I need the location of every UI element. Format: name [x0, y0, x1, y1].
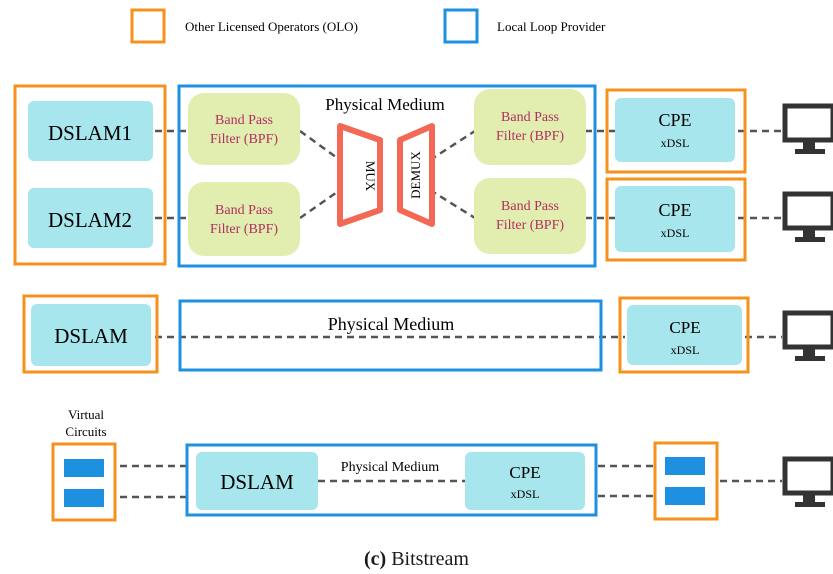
row3-vc-left-top — [64, 459, 104, 477]
monitor-icon — [782, 456, 833, 496]
row2-dslam — [31, 304, 151, 366]
row1-bpf-right-bottom-l1: Band Pass — [501, 199, 559, 214]
row3-dslam-label: DSLAM — [220, 470, 294, 494]
monitor-icon — [795, 229, 825, 242]
row2-medium-label: Physical Medium — [328, 314, 455, 334]
row1-bpf-left-bottom-l1: Band Pass — [215, 203, 273, 218]
legend-llp-swatch — [443, 8, 479, 44]
row1-bpf-left-bottom-l2: Filter (BPF) — [210, 222, 278, 237]
row1-cpe-bottom — [615, 186, 735, 252]
row1-dslam2-label: DSLAM2 — [48, 208, 132, 232]
row1-cpe-bottom-olo — [605, 177, 747, 262]
row3-cpe-sub: xDSL — [511, 487, 540, 501]
row1-bpf-right-bottom-l2: Filter (BPF) — [496, 218, 564, 233]
mux-label: MUX — [363, 161, 378, 192]
row1-cpe-top-label: CPE — [658, 110, 691, 130]
row1-dslam2 — [28, 188, 153, 248]
row3-dslam — [196, 452, 318, 510]
monitor-icon — [782, 103, 833, 143]
row1-bpf-left-top-l2: Filter (BPF) — [210, 132, 278, 147]
row2-cpe — [627, 305, 742, 365]
row1-cpe-bottom-sub: xDSL — [661, 226, 690, 240]
row3-vc-left-bottom — [64, 489, 104, 507]
vc-label-line1: Virtual — [68, 407, 104, 422]
row1-bpf-right-top-l1: Band Pass — [501, 110, 559, 125]
row2-olo-box — [22, 294, 159, 374]
monitor-icon — [795, 348, 825, 361]
legend-olo-label: Other Licensed Operators (OLO) — [185, 19, 358, 34]
row3-connectors — [120, 464, 782, 499]
figure-caption: (c) Bitstream — [0, 548, 833, 571]
row3-vc-right-top — [665, 457, 705, 475]
monitor-icon — [782, 191, 833, 231]
caption-title: Bitstream — [391, 548, 469, 570]
row1-olo-box — [13, 84, 167, 266]
row1-llp-box — [177, 84, 597, 268]
monitor-icon — [782, 310, 833, 350]
row1-bpf-right-top-l2: Filter (BPF) — [496, 129, 564, 144]
row2-dslam-label: DSLAM — [54, 324, 128, 348]
monitor-icon — [795, 494, 825, 507]
row3-cpe-label: CPE — [509, 463, 540, 482]
row1-cpe-top-sub: xDSL — [661, 136, 690, 150]
row1-bpf-right-top — [474, 89, 586, 165]
demux-label: DEMUX — [408, 151, 423, 199]
row3-vc-left-olo — [51, 442, 117, 522]
row1-dslam1 — [28, 101, 153, 161]
row3-llp-box — [185, 443, 598, 517]
row1-dslam1-label: DSLAM1 — [48, 121, 132, 145]
row1-connectors — [155, 129, 782, 220]
legend-llp-label: Local Loop Provider — [497, 19, 606, 34]
monitor-icon — [795, 141, 825, 154]
row1-medium-label: Physical Medium — [325, 95, 444, 114]
row3-vc-right-bottom — [665, 487, 705, 505]
row2-cpe-olo — [618, 296, 750, 374]
mux-shape — [337, 123, 383, 227]
row3-cpe — [465, 452, 585, 510]
row3-vc-right-olo — [653, 441, 719, 521]
legend-olo-swatch — [130, 8, 166, 44]
row2-cpe-sub: xDSL — [671, 343, 700, 357]
row2-llp-box — [178, 299, 603, 372]
row1-bpf-right-bottom — [474, 178, 586, 254]
row3-medium-label: Physical Medium — [341, 460, 439, 475]
row1-bpf-left-top-l1: Band Pass — [215, 113, 273, 128]
demux-shape — [397, 123, 435, 227]
row1-bpf-left-top — [188, 93, 300, 165]
caption-letter: (c) — [364, 548, 387, 570]
row1-bpf-left-bottom — [188, 182, 300, 256]
row1-cpe-top-olo — [605, 88, 747, 174]
row2-cpe-label: CPE — [669, 318, 700, 337]
row1-cpe-top — [615, 98, 735, 162]
row1-cpe-bottom-label: CPE — [658, 200, 691, 220]
vc-label-line2: Circuits — [65, 424, 106, 439]
